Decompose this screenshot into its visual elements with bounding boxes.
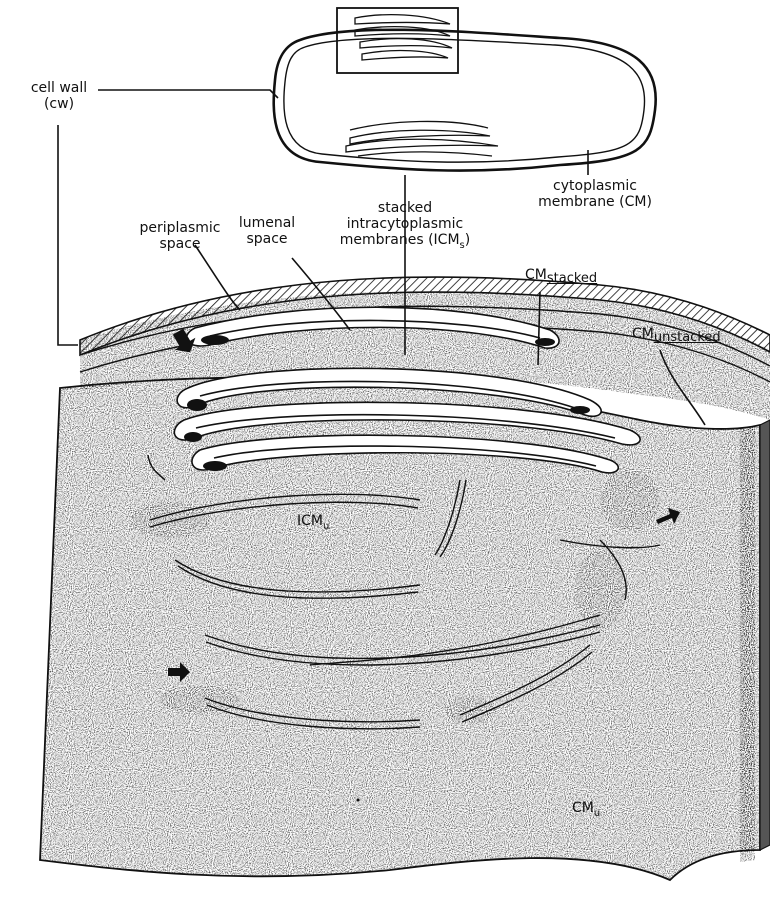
cytoplasmic-membrane-label: cytoplasmic membrane (CM) [520, 178, 670, 210]
periplasmic-line2: space [130, 236, 230, 252]
lumenal-line1: lumenal [232, 215, 302, 231]
cm-unstacked-label: CMunstacked [632, 326, 721, 343]
icm-u-subscript: u [323, 521, 329, 532]
cell-wall-label: cell wall (cw) [18, 80, 100, 112]
stacked-icm-label: stacked intracytoplasmic membranes (ICMs… [320, 200, 490, 250]
cm-unstacked-subscript: unstacked [654, 330, 721, 345]
periplasmic-line1: periplasmic [130, 220, 230, 236]
stacked-icm-subscript: s [460, 240, 465, 251]
lumenal-space-label: lumenal space [232, 215, 302, 247]
cm-stacked-subscript: stacked [547, 271, 597, 286]
lumenal-line2: space [232, 231, 302, 247]
periplasmic-space-label: periplasmic space [130, 220, 230, 252]
icm-u-main: ICM [297, 513, 323, 529]
cell-overview [274, 8, 656, 171]
stacked-icm-suffix: ) [465, 232, 470, 248]
cross-section [40, 277, 770, 880]
cytoplasmic-line2: membrane (CM) [520, 194, 670, 210]
cytoplasmic-line1: cytoplasmic [520, 178, 670, 194]
cm-u-subscript: u [594, 808, 600, 819]
stacked-icm-line3: membranes (ICMs) [320, 232, 490, 250]
cell-wall-line2: (cw) [18, 96, 100, 112]
stacked-icm-prefix: membranes (ICM [340, 232, 460, 248]
cm-unstacked-main: CM [632, 326, 654, 342]
stacked-icm-line2: intracytoplasmic [320, 216, 490, 232]
stacked-icm-line1: stacked [320, 200, 490, 216]
cm-u-label: CMu [572, 800, 600, 818]
cm-stacked-label: CMstacked [525, 267, 597, 284]
cm-u-main: CM [572, 800, 594, 816]
cell-wall-line1: cell wall [18, 80, 100, 96]
icm-u-label: ICMu [297, 513, 329, 531]
cm-stacked-main: CM [525, 267, 547, 283]
